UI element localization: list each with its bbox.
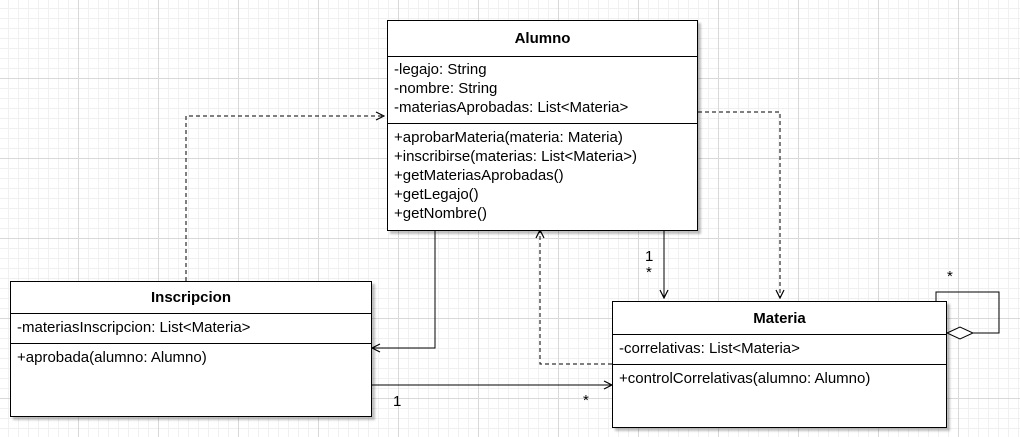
method: +aprobada(alumno: Alumno) [17, 349, 207, 366]
class-inscripcion[interactable]: Inscripcion -materiasInscripcion: List<M… [10, 281, 372, 417]
attribute: -legajo: String [394, 61, 487, 78]
class-alumno-attributes: -legajo: String -nombre: String -materia… [388, 57, 697, 124]
aggregation-materia-self[interactable] [935, 291, 1000, 334]
dependency-inscripcion-alumno[interactable] [185, 116, 384, 281]
class-inscripcion-methods: +aprobada(alumno: Alumno) [11, 344, 371, 371]
class-materia-attributes: -correlativas: List<Materia> [613, 335, 946, 365]
multiplicity-inscripcion-materia-one: 1 [393, 393, 402, 410]
class-materia-methods: +controlCorrelativas(alumno: Alumno) [613, 365, 946, 392]
class-materia-name: Materia [613, 302, 946, 335]
attribute: -materiasAprobadas: List<Materia> [394, 99, 629, 116]
class-inscripcion-attributes: -materiasInscripcion: List<Materia> [11, 314, 371, 344]
attribute: -nombre: String [394, 80, 498, 97]
dependency-materia-alumno[interactable] [540, 230, 612, 365]
multiplicity-alumno-materia-many: * [646, 264, 652, 281]
multiplicity-inscripcion-materia-many: * [583, 392, 589, 409]
method: +getNombre() [394, 205, 487, 222]
class-alumno[interactable]: Alumno -legajo: String -nombre: String -… [387, 20, 698, 231]
method: +getMateriasAprobadas() [394, 167, 564, 184]
method: +getLegajo() [394, 186, 479, 203]
attribute: -materiasInscripcion: List<Materia> [17, 319, 251, 336]
multiplicity-materia-self: * [947, 268, 953, 285]
method: +inscribirse(materias: List<Materia>) [394, 148, 637, 165]
aggregation-diamond [945, 326, 975, 340]
class-inscripcion-name: Inscripcion [11, 282, 371, 314]
multiplicity-alumno-materia-one: 1 [645, 248, 654, 265]
class-alumno-methods: +aprobarMateria(materia: Materia) +inscr… [388, 124, 697, 227]
dependency-alumno-materia[interactable] [698, 111, 780, 298]
association-alumno-inscripcion[interactable] [372, 231, 436, 348]
attribute: -correlativas: List<Materia> [619, 340, 800, 357]
method: +controlCorrelativas(alumno: Alumno) [619, 370, 871, 387]
method: +aprobarMateria(materia: Materia) [394, 129, 623, 146]
class-alumno-name: Alumno [388, 21, 697, 57]
class-materia[interactable]: Materia -correlativas: List<Materia> +co… [612, 301, 947, 428]
